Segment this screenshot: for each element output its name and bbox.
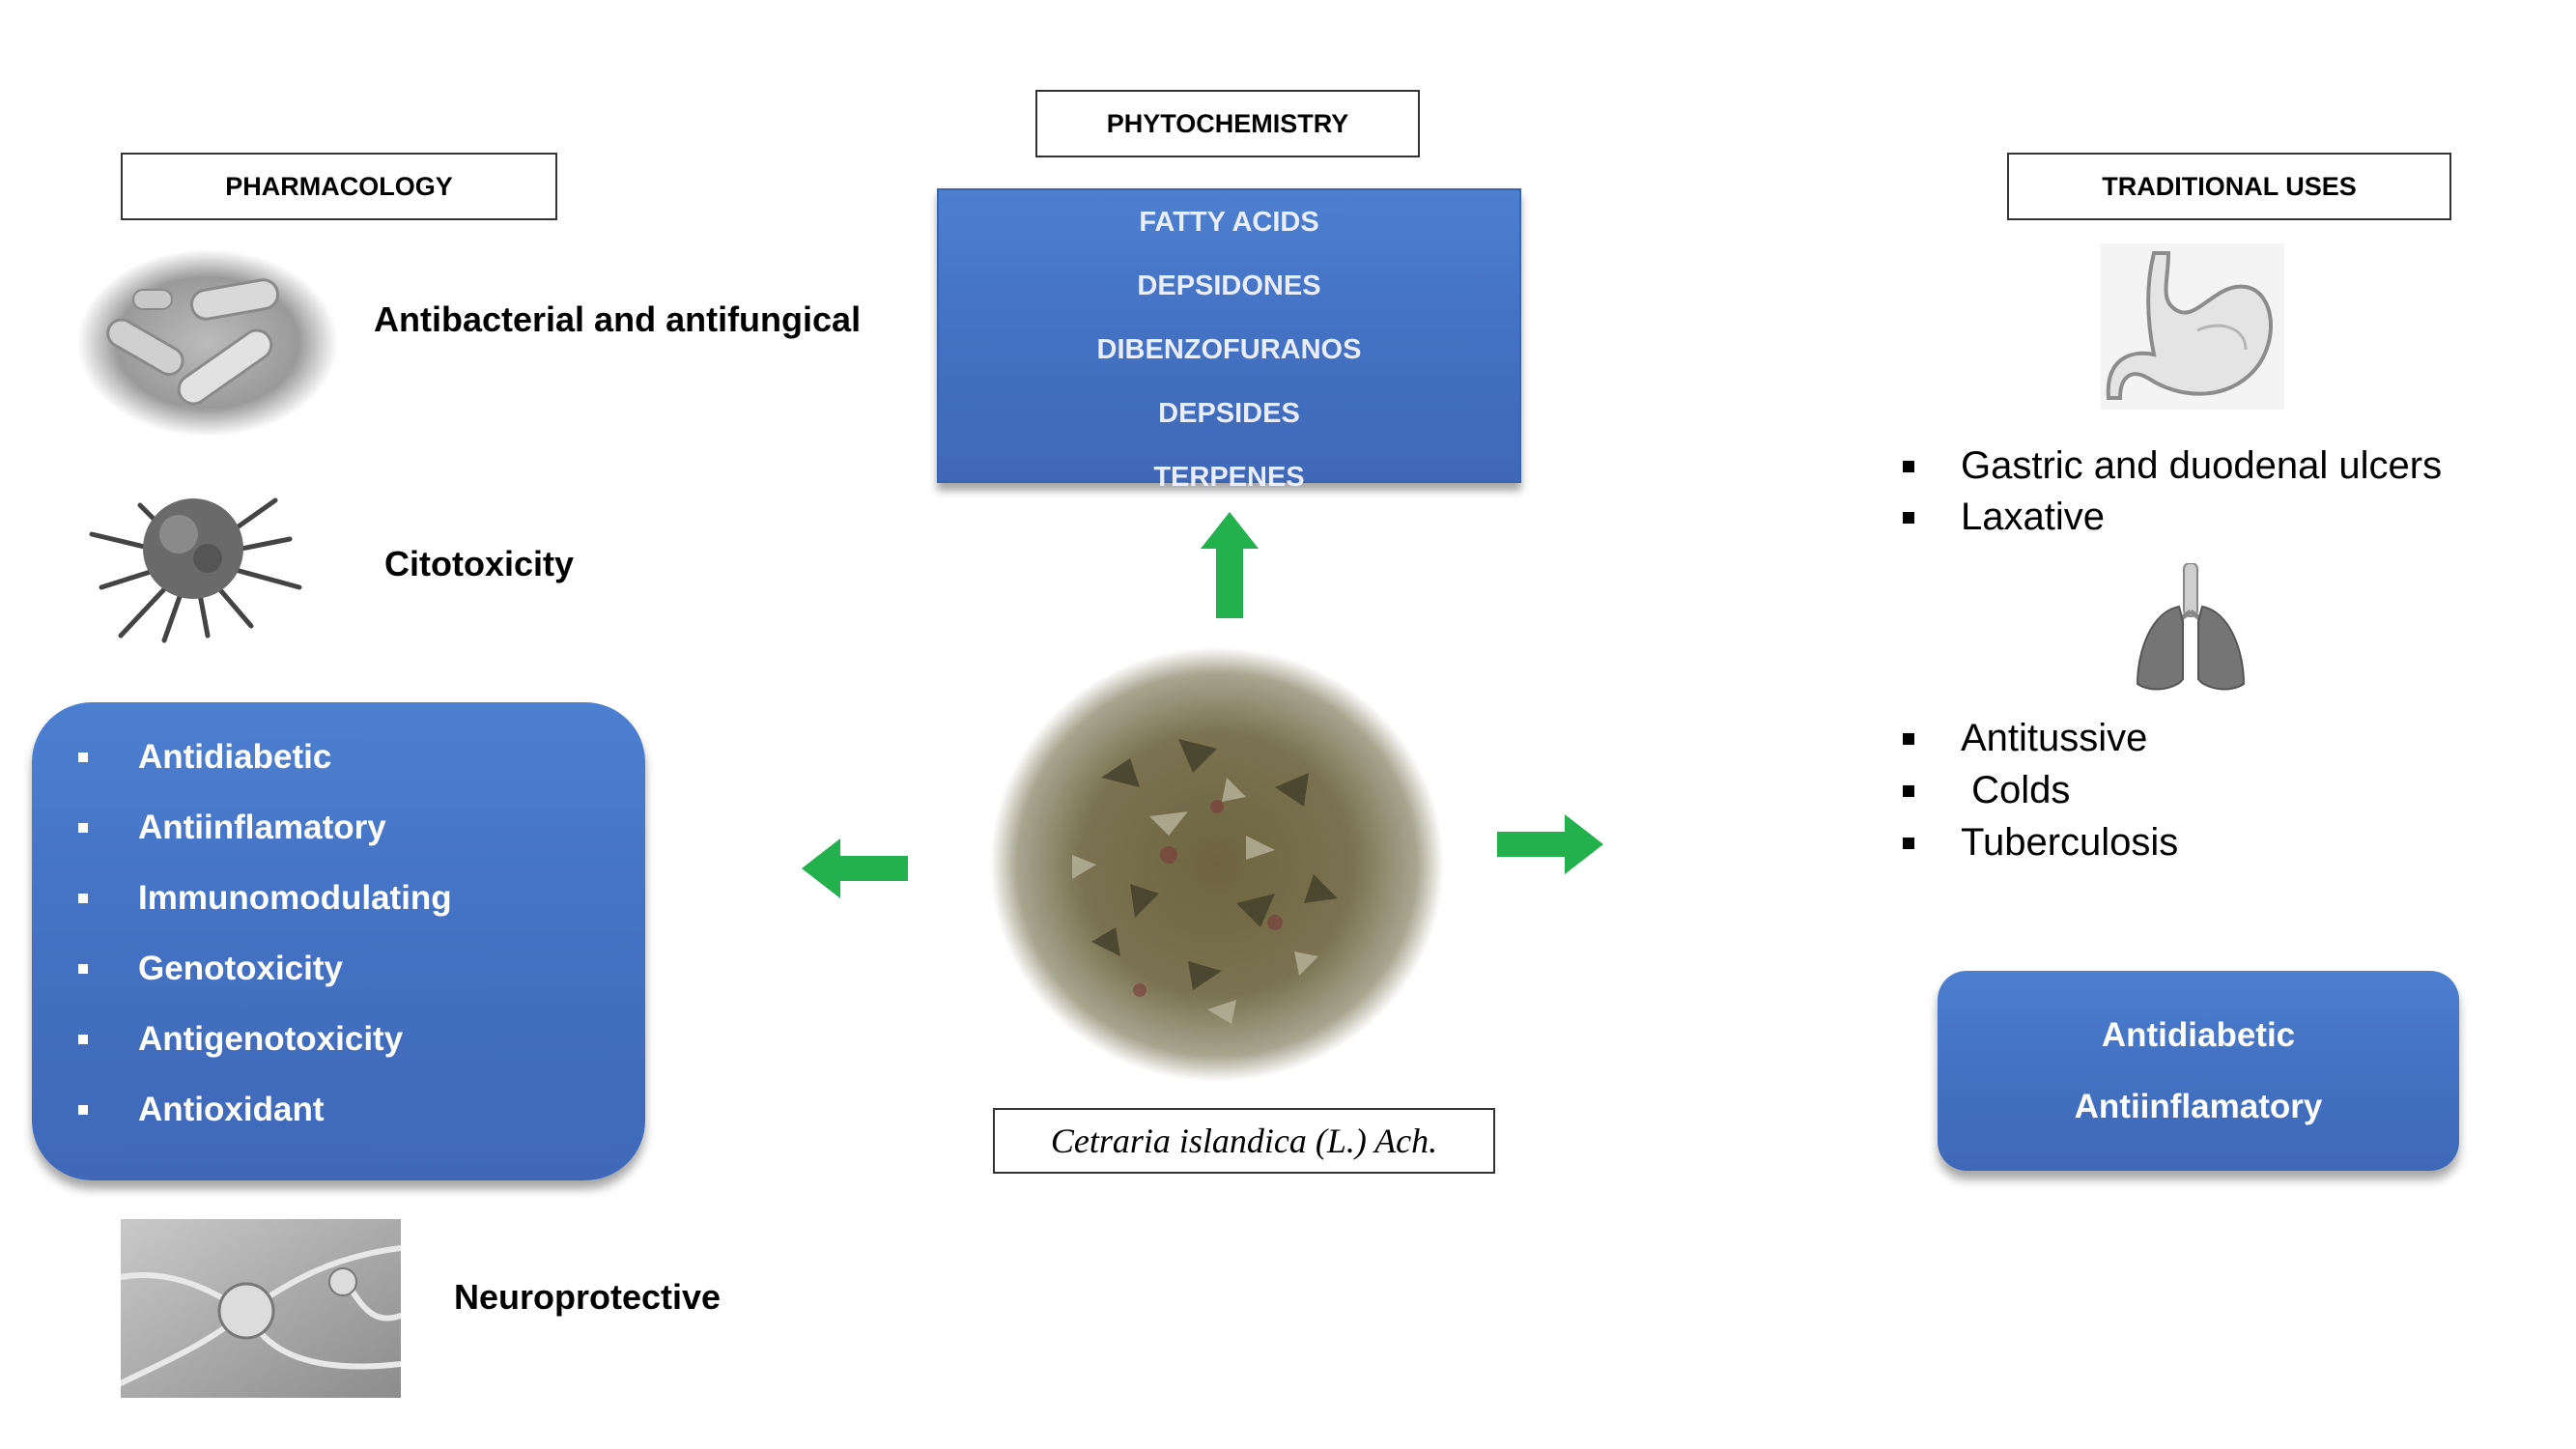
- traditional-uses-box: Antidiabetic Antiinflamatory: [1938, 971, 2459, 1171]
- gastric-item: Gastric and duodenal ulcers: [1903, 444, 2442, 488]
- neuron-icon: [121, 1219, 401, 1398]
- gastric-item: Laxative: [1903, 496, 2105, 539]
- pharm-item: Immunomodulating: [32, 863, 645, 933]
- pharmacology-box: Antidiabetic Antiinflamatory Immunomodul…: [32, 702, 645, 1180]
- phyto-item: DIBENZOFURANOS: [1096, 333, 1362, 365]
- arrow-right-icon: [1497, 814, 1603, 874]
- phyto-item: DEPSIDES: [1158, 397, 1300, 429]
- respiratory-item: Tuberculosis: [1903, 821, 2178, 865]
- phyto-item: TERPENES: [1153, 461, 1305, 493]
- pharm-item: Antidiabetic: [32, 722, 645, 792]
- pharm-item: Genotoxicity: [32, 933, 645, 1004]
- phyto-item: FATTY ACIDS: [1139, 206, 1319, 238]
- trad-box-item: Antiinflamatory: [2074, 1087, 2323, 1125]
- neuroprotective-label: Neuroprotective: [454, 1277, 722, 1317]
- cancer-cell-icon: [89, 497, 302, 643]
- species-caption: Cetraria islandica (L.) Ach.: [993, 1108, 1495, 1174]
- traditional-uses-header-label: TRADITIONAL USES: [2102, 171, 2357, 201]
- lichen-image: [990, 647, 1444, 1082]
- arrow-up-icon: [1201, 512, 1259, 618]
- stomach-icon: [2101, 243, 2284, 410]
- antibacterial-label: Antibacterial and antifungical: [374, 299, 862, 339]
- pharm-item: Antiinflamatory: [32, 792, 645, 863]
- respiratory-item: Antitussive: [1903, 717, 2147, 760]
- phytochemistry-header-label: PHYTOCHEMISTRY: [1106, 108, 1349, 138]
- phytochemistry-box: FATTY ACIDS DEPSIDONES DIBENZOFURANOS DE…: [937, 188, 1521, 493]
- respiratory-item: Colds: [1903, 769, 2070, 812]
- pharm-item: Antioxidant: [32, 1074, 645, 1145]
- traditional-uses-header: TRADITIONAL USES: [2007, 153, 2451, 220]
- bacteria-icon: [77, 249, 338, 437]
- lungs-icon: [2136, 563, 2246, 691]
- trad-box-item: Antidiabetic: [2101, 1015, 2296, 1054]
- phyto-item: DEPSIDONES: [1137, 270, 1321, 301]
- phytochemistry-header: PHYTOCHEMISTRY: [1035, 90, 1420, 157]
- pharmacology-header-label: PHARMACOLOGY: [225, 171, 453, 201]
- pharmacology-header: PHARMACOLOGY: [121, 153, 557, 220]
- pharm-item: Antigenotoxicity: [32, 1004, 645, 1074]
- arrow-left-icon: [802, 838, 908, 898]
- citotoxicity-label: Citotoxicity: [384, 544, 575, 583]
